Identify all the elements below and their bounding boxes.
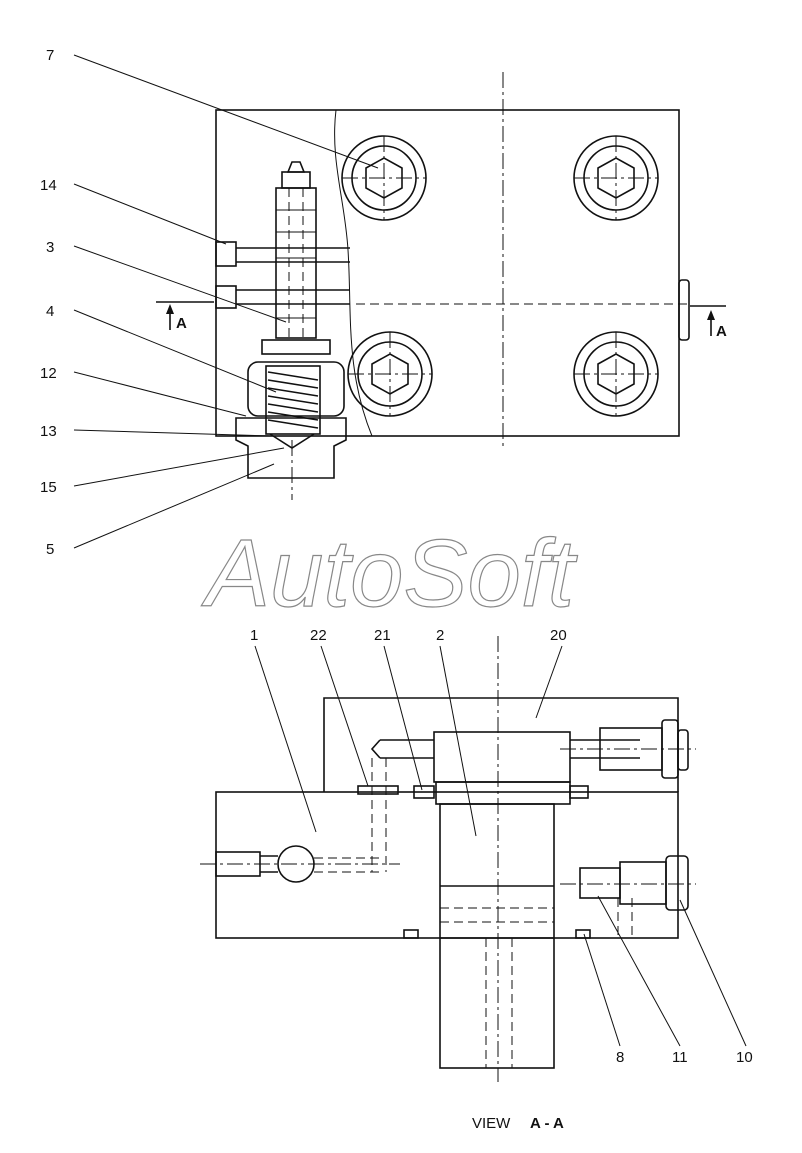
bolt-top-left xyxy=(341,135,427,221)
callout-12: 12 xyxy=(40,365,57,382)
callout-7: 7 xyxy=(46,47,54,64)
callout-5: 5 xyxy=(46,541,54,558)
callout-4: 4 xyxy=(46,303,54,320)
callout-1: 1 xyxy=(250,627,258,644)
callout-8: 8 xyxy=(616,1049,624,1066)
callout-2: 2 xyxy=(436,627,444,644)
piston-cap xyxy=(433,731,571,783)
section-leaders xyxy=(254,645,747,1047)
callout-20: 20 xyxy=(550,627,567,644)
side-plug xyxy=(678,279,690,341)
callout-3: 3 xyxy=(46,239,54,256)
top-view: A A xyxy=(156,72,727,500)
breakout-line xyxy=(334,109,373,437)
section-view xyxy=(200,636,696,1082)
top-block-outline xyxy=(215,109,680,437)
view-caption-prefix: VIEW xyxy=(472,1115,511,1132)
callout-11: 11 xyxy=(672,1049,688,1066)
view-caption-section: A - A xyxy=(530,1115,564,1132)
callout-21: 21 xyxy=(374,627,391,644)
watermark: AutoSoft xyxy=(201,520,578,627)
arrow-a-left-head xyxy=(166,304,174,314)
callout-13: 13 xyxy=(40,423,57,440)
section-label-left: A xyxy=(176,315,187,332)
top-leaders xyxy=(73,54,379,549)
bolt-top-right xyxy=(573,135,659,221)
bolt-bottom-right xyxy=(573,331,659,417)
upper-block-outline xyxy=(323,697,679,792)
bolt-bottom-left xyxy=(347,331,433,417)
piston-cylinder xyxy=(439,803,555,1069)
callout-14: 14 xyxy=(40,177,57,194)
section-label-right: A xyxy=(716,323,727,340)
relief-valve-assembly xyxy=(215,161,350,500)
arrow-a-right-head xyxy=(707,310,715,320)
callout-22: 22 xyxy=(310,627,327,644)
callout-15: 15 xyxy=(40,479,57,496)
callout-10: 10 xyxy=(736,1049,753,1066)
